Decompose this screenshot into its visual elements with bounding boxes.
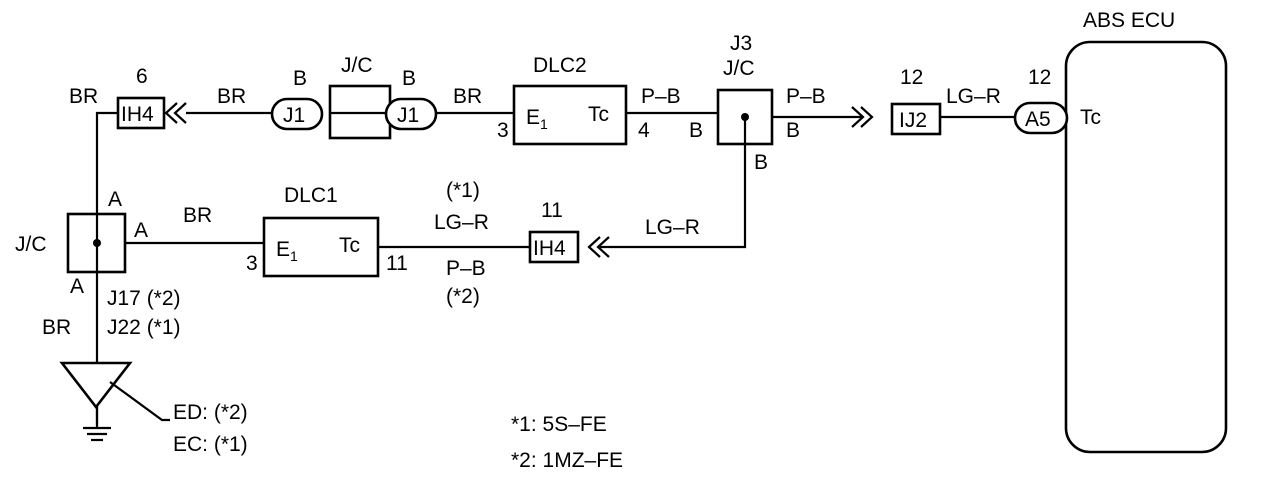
dlc1-box	[262, 216, 380, 278]
ih4-top-connector	[116, 96, 166, 130]
wire-label-lgr-ih4: LG–R	[645, 216, 700, 239]
ij2-pin: 12	[900, 66, 923, 89]
note-star2: (*2)	[446, 285, 480, 308]
wire-label-b-j1-left: B	[293, 67, 307, 90]
jc-left-id-j22: J22 (*1)	[107, 316, 181, 339]
wire-label-b-j3-right: B	[786, 119, 800, 142]
j1-right-label: J1	[397, 104, 419, 127]
top-wire-run: IH4 6 BR BR J1 B J/C J1 B BR DLC2 E1 Tc …	[69, 32, 1069, 425]
wire-label-lgr-dlc1: LG–R	[434, 211, 489, 234]
j3-return-run: B LG–R 11 IH4 (*1) LG–R P–B (*2) DLC1 E1…	[125, 144, 768, 308]
wire-label-lgr-ij2: LG–R	[946, 85, 1001, 108]
jc-left-label: J/C	[15, 233, 47, 256]
wire-label-pb-dlc1: P–B	[446, 257, 486, 280]
ij2-label: IJ2	[899, 109, 927, 132]
dlc1-pin-num-11: 11	[386, 252, 408, 275]
wire-label-pb-j3: P–B	[786, 85, 826, 108]
a5-connector	[1013, 101, 1069, 135]
ground-leader-line	[109, 381, 170, 422]
left-vertical-wire	[95, 111, 118, 425]
ground-label-ed: ED: (*2)	[173, 401, 248, 424]
ij2-chevron-icon-2	[860, 106, 874, 128]
ih4-mid-label: IH4	[533, 237, 566, 260]
dlc1-e1-pin: E1	[276, 238, 298, 264]
legend-note-1: *1: 5S–FE	[511, 413, 607, 436]
ih4-mid-pin: 11	[541, 199, 563, 222]
jc-left-splice-dot	[93, 239, 101, 247]
wire-label-a-right: A	[134, 219, 148, 242]
dlc2-tc-pin: Tc	[588, 103, 609, 126]
wire-label-br-ground: BR	[42, 316, 71, 339]
dlc2-pin-num-3: 3	[497, 119, 509, 142]
ih4-mid-chevron-icon-2	[596, 236, 610, 258]
ih4-top-chevron-icon-2	[173, 102, 187, 124]
dlc1-pin-num-3: 3	[246, 252, 258, 275]
ij2-chevron-icon	[851, 106, 865, 128]
ih4-top-chevron-icon	[164, 102, 178, 124]
dlc1-title: DLC1	[284, 184, 338, 207]
wire-label-br-ih4: BR	[217, 85, 246, 108]
ih4-top-label: IH4	[121, 103, 154, 126]
note-star1: (*1)	[446, 179, 480, 202]
ih4-mid-connector	[528, 230, 580, 264]
j3-label: J3	[730, 32, 752, 55]
ih4-top-pin: 6	[136, 65, 148, 88]
j1-left-connector	[270, 97, 324, 131]
j1-left-label: J1	[283, 104, 305, 127]
wire-j3-down-to-ih4	[600, 144, 747, 249]
j3-jc-label: J/C	[723, 57, 755, 80]
wire-label-br-dlc1: BR	[183, 204, 212, 227]
wire-label-br-left: BR	[69, 85, 98, 108]
wire-label-a-bottom: A	[70, 275, 84, 298]
wire-label-br-dlc2: BR	[453, 85, 482, 108]
wire-label-a-top: A	[108, 188, 122, 211]
legend-note-2: *2: 1MZ–FE	[511, 449, 623, 472]
wire-label-b-j3-left: B	[689, 119, 703, 142]
left-junction-ground: J/C A A A J17 (*2) J22 (*1) BR ED: (*2) …	[15, 188, 248, 456]
wire-label-pb-dlc2: P–B	[641, 85, 681, 108]
abs-ecu-title: ABS ECU	[1083, 9, 1175, 32]
legend: *1: 5S–FE *2: 1MZ–FE	[511, 413, 623, 472]
dlc2-title: DLC2	[533, 54, 587, 77]
dlc2-box	[512, 84, 628, 146]
dlc1-tc-pin: Tc	[339, 234, 360, 257]
jc-top-label: J/C	[341, 54, 373, 77]
abs-ecu-tc-pin: Tc	[1080, 106, 1101, 129]
j3-splice-dot	[741, 113, 749, 121]
wire-label-b-j1-right: B	[402, 67, 416, 90]
jc-left-id-j17: J17 (*2)	[107, 287, 181, 310]
a5-label: A5	[1025, 108, 1051, 131]
ih4-mid-chevron-icon	[587, 236, 601, 258]
wire-label-b-j3-bottom: B	[754, 151, 768, 174]
abs-ecu-box	[1064, 40, 1228, 454]
dlc2-e1-pin: E1	[526, 106, 548, 132]
ij2-connector	[890, 102, 942, 136]
ground-label-ec: EC: (*1)	[173, 433, 248, 456]
abs-ecu: ABS ECU Tc	[1064, 9, 1228, 454]
dlc2-pin-num-4: 4	[638, 119, 650, 142]
a5-pin: 12	[1028, 66, 1051, 89]
ground-triangle-icon	[59, 361, 133, 410]
